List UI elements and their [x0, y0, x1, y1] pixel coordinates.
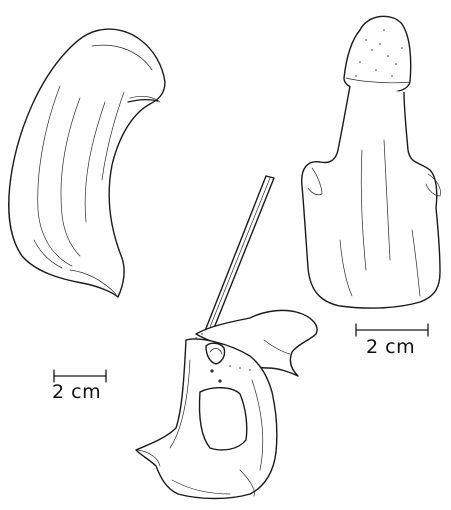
- scale-bar-right: [356, 324, 428, 336]
- flower-side-view-drawing: [136, 176, 317, 499]
- scale-label-right: 2 cm: [366, 336, 415, 358]
- curved-petal-drawing: [9, 29, 165, 297]
- scale-label-left: 2 cm: [52, 381, 101, 403]
- column-drawing: [302, 16, 441, 308]
